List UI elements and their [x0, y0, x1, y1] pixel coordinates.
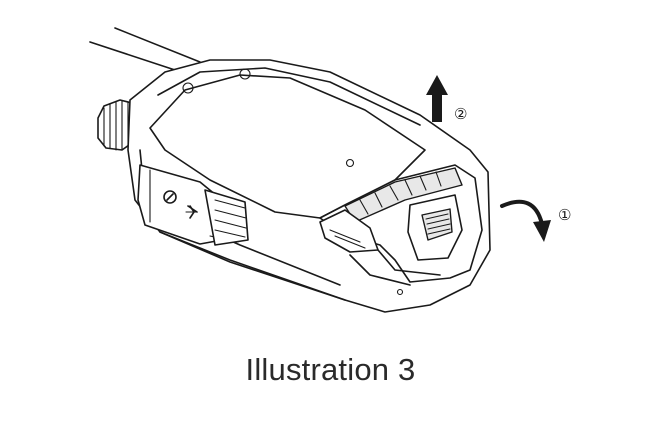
step-1-marker: ①: [558, 206, 571, 224]
lock-symbol-icon: [163, 190, 198, 219]
up-arrow-icon: [426, 75, 448, 122]
radio-battery-removal-diagram: ② ①: [89, 27, 571, 313]
antenna: [89, 27, 201, 71]
step-2-marker: ②: [454, 105, 467, 123]
belt-clip: [137, 164, 249, 246]
illustration-caption: Illustration 3: [245, 352, 416, 387]
curved-down-arrow-icon: [500, 199, 551, 242]
battery-latch: [319, 164, 483, 296]
